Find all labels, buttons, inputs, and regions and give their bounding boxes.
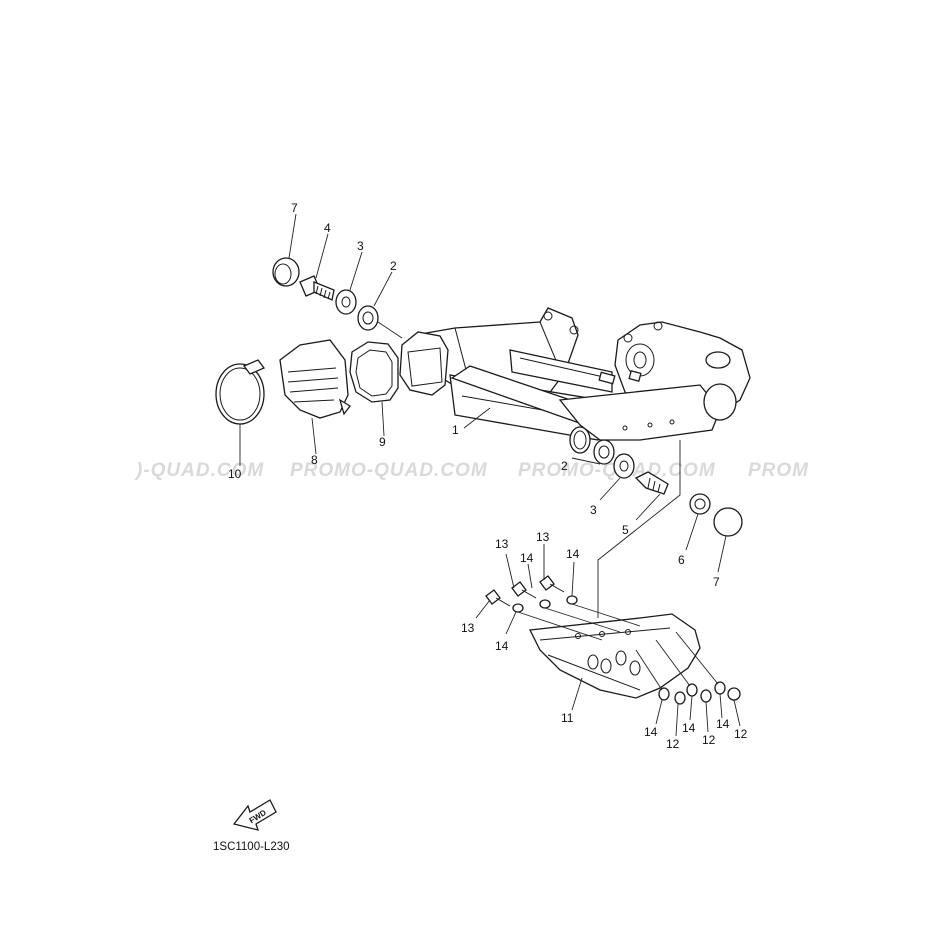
clamp-10: 10	[215, 359, 266, 481]
diagram-code: 1SC1100-L230	[213, 841, 290, 853]
callout-3-top: 3	[357, 239, 364, 253]
watermark-fragment-right: PROM	[748, 460, 809, 481]
callout-12-c: 12	[734, 727, 748, 741]
callout-14-e: 14	[682, 721, 696, 735]
callout-10: 10	[228, 467, 242, 481]
callout-7-right: 7	[713, 575, 720, 589]
callout-2-top: 2	[390, 259, 397, 273]
callout-14-a: 14	[520, 551, 534, 565]
callout-1: 1	[452, 423, 459, 437]
callout-1-group: 1	[452, 407, 491, 437]
callout-14-c: 14	[495, 639, 509, 653]
watermark-fragment-left: )-QUAD.COM	[134, 460, 264, 481]
callout-13-b: 13	[495, 537, 509, 551]
bearing-3-top: 3	[335, 239, 364, 315]
seal-9: 9	[349, 341, 399, 449]
bolt-4: 4	[299, 221, 335, 301]
bolt-5: 5	[622, 471, 669, 537]
boot-8: 8	[279, 339, 351, 467]
callout-8: 8	[311, 453, 318, 467]
seal-2-mid: 2	[561, 439, 615, 473]
bolts-13-collars-14: 13 13 13 14 14 14	[461, 530, 641, 653]
guard-mount-line	[597, 440, 681, 618]
callout-13-a: 13	[461, 621, 475, 635]
callout-3-mid: 3	[590, 503, 597, 517]
callout-14-d: 14	[644, 725, 658, 739]
cap-7-top: 7	[272, 201, 300, 287]
bearing-3-mid: 3	[590, 453, 635, 517]
callout-6: 6	[678, 553, 685, 567]
callout-5: 5	[622, 523, 629, 537]
callout-7-top: 7	[291, 201, 298, 215]
callout-2-mid: 2	[561, 459, 568, 473]
swingarm	[399, 307, 751, 454]
callout-14-f: 14	[716, 717, 730, 731]
callout-12-b: 12	[702, 733, 716, 747]
callout-14-b: 14	[566, 547, 580, 561]
collars-14-nuts-12: 14 14 14 12 12 12	[635, 631, 748, 751]
seal-2-top: 2	[357, 259, 403, 339]
watermark-center: PROMO-QUAD.COM	[290, 460, 488, 481]
watermark: )-QUAD.COM PROMO-QUAD.COM PROMO-QUAD.COM…	[134, 460, 809, 481]
callout-12-a: 12	[666, 737, 680, 751]
washer-6: 6	[678, 493, 711, 567]
callout-13-c: 13	[536, 530, 550, 544]
callout-9: 9	[379, 435, 386, 449]
callout-11: 11	[561, 711, 574, 725]
callout-4: 4	[324, 221, 331, 235]
guard-11: 11	[529, 613, 701, 725]
fwd-arrow-icon: FWD	[232, 799, 277, 831]
cap-7-right: 7	[713, 507, 743, 589]
